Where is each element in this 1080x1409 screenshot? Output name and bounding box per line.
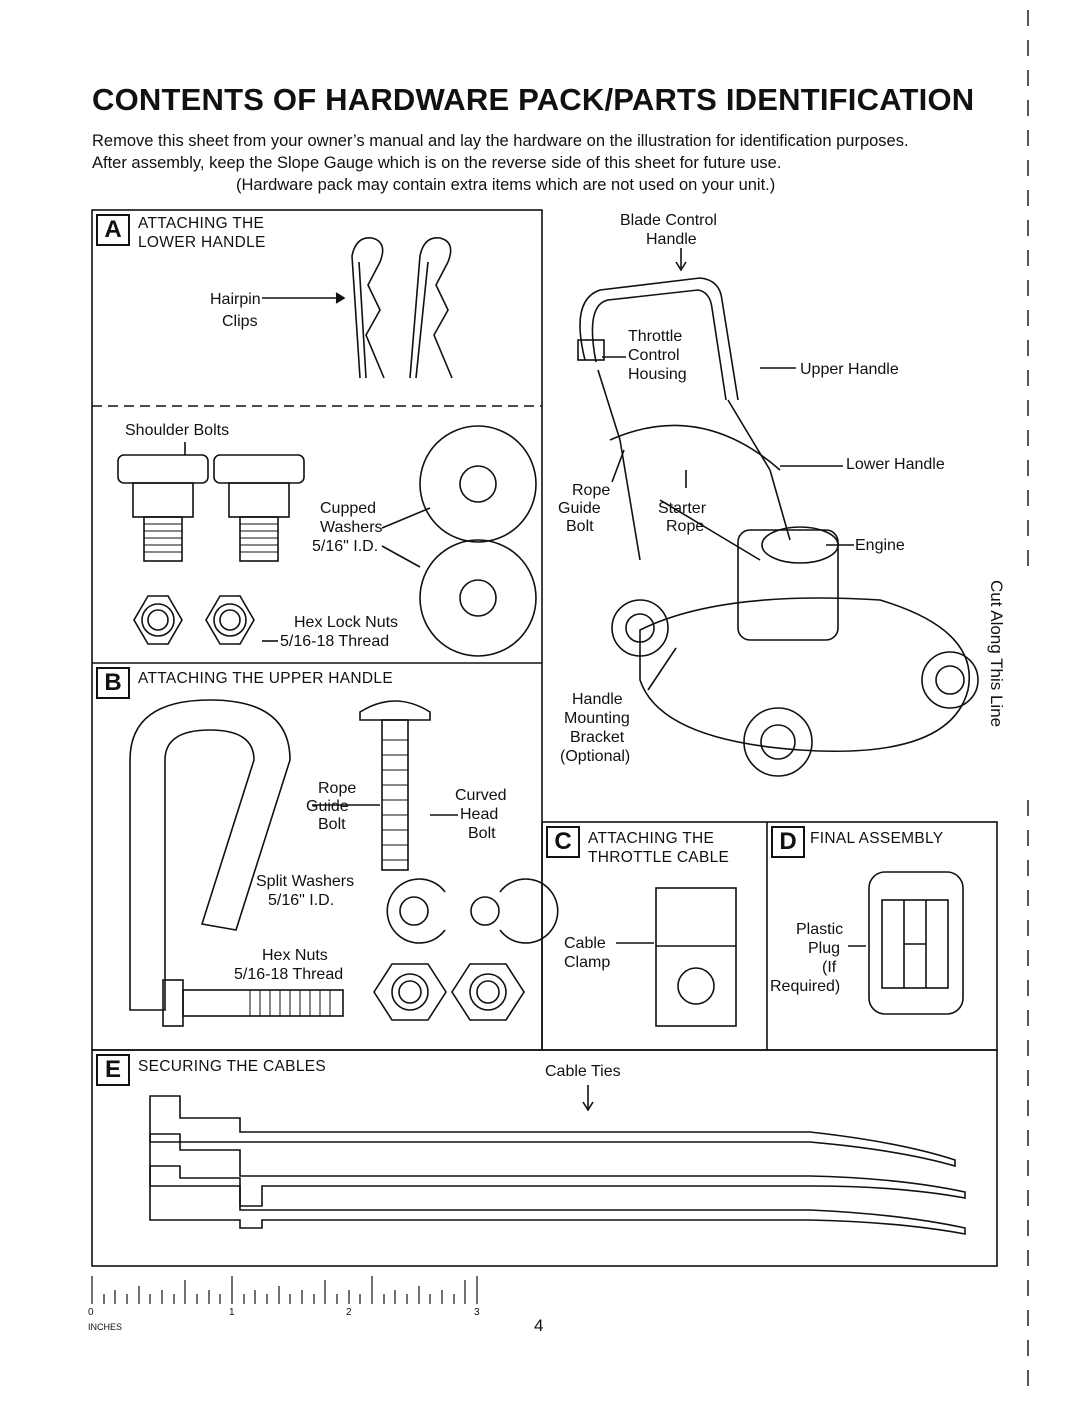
section-e-frame [91, 1049, 998, 1267]
handle-mounting-label-4: (Optional) [560, 748, 631, 765]
cupped-washer-2 [419, 539, 537, 657]
head-label: Head [460, 806, 499, 823]
ruler-number-3: 3 [474, 1307, 480, 1318]
starter-label: Starter [658, 500, 707, 517]
cable-tie-3 [149, 1165, 966, 1235]
section-a-heading-1: ATTACHING THE [138, 215, 265, 232]
hex-nut-1 [373, 963, 447, 1021]
cable-clamp [655, 887, 737, 1027]
split-washers-label: Split Washers [256, 873, 355, 890]
ruler-number-1: 1 [229, 1307, 235, 1318]
rope-guide-bolt-label-3: Bolt [566, 518, 594, 535]
control-label: Control [628, 347, 680, 364]
cupped-washer-1 [419, 425, 537, 543]
hex-nuts-label: Hex Nuts [262, 947, 328, 964]
rope-guide-bolt-label-1: Rope [572, 482, 611, 499]
clamp-label: Clamp [564, 954, 611, 971]
section-e-heading: SECURING THE CABLES [138, 1058, 327, 1075]
section-b-marker: B [96, 667, 130, 699]
section-c-marker: C [546, 826, 580, 858]
hex-nut-2 [451, 963, 525, 1021]
section-b-heading: ATTACHING THE UPPER HANDLE [138, 670, 393, 687]
cable-tie-1 [149, 1095, 956, 1168]
upper-handle-label: Upper Handle [800, 361, 899, 378]
section-d-heading: FINAL ASSEMBLY [810, 830, 944, 847]
section-a-marker: A [96, 214, 130, 246]
plug-label: Plug [808, 940, 841, 957]
throttle-label: Throttle [628, 328, 683, 345]
intro-line-2: After assembly, keep the Slope Gauge whi… [92, 154, 782, 172]
inch-ruler [91, 1276, 478, 1304]
hairpin-clip-2 [409, 237, 453, 379]
hex-lock-nuts-label: Hex Lock Nuts [294, 614, 399, 631]
guide-label: Guide [306, 798, 349, 815]
if-label: (If [822, 959, 837, 976]
handle-mounting-label-2: Mounting [564, 710, 630, 727]
section-d-marker: D [771, 826, 805, 858]
section-c-heading-1: ATTACHING THE [588, 830, 715, 847]
ruler-unit: INCHES [88, 1322, 123, 1332]
split-washer-1 [386, 878, 446, 944]
cupped-id-label: 5/16" I.D. [312, 538, 379, 555]
blade-control-label: Blade Control [620, 212, 717, 229]
cupped-label: Cupped [320, 500, 377, 517]
rope-guide [129, 699, 291, 1011]
shoulder-bolt-2 [213, 454, 305, 562]
clips-label: Clips [222, 313, 258, 330]
ruler-number-0: 0 [88, 1307, 94, 1318]
curved-head-bolt [359, 700, 431, 871]
hex-lock-thread-label: 5/16-18 Thread [280, 633, 390, 650]
ruler-number-2: 2 [346, 1307, 352, 1318]
blade-control-handle-label: Handle [646, 231, 697, 248]
shoulder-bolt-1 [117, 454, 209, 562]
bolt-label: Bolt [318, 816, 346, 833]
plastic-plug [868, 871, 964, 1015]
section-e-marker: E [96, 1054, 130, 1086]
housing-label: Housing [628, 366, 687, 383]
intro-line-3: (Hardware pack may contain extra items w… [236, 176, 776, 194]
lawn-mower-illustration [577, 277, 979, 777]
curved-bolt-label: Bolt [468, 825, 496, 842]
handle-mounting-label-3: Bracket [570, 729, 625, 746]
engine-label: Engine [855, 537, 905, 554]
handle-mounting-label-1: Handle [572, 691, 623, 708]
shoulder-bolts-label: Shoulder Bolts [125, 422, 230, 439]
hex-lock-nut-1 [133, 595, 183, 645]
cable-label: Cable [564, 935, 606, 952]
lower-handle-label: Lower Handle [846, 456, 945, 473]
curved-label: Curved [455, 787, 507, 804]
rope-label: Rope [318, 780, 357, 797]
cable-tie-2 [149, 1133, 966, 1207]
cable-ties-label: Cable Ties [545, 1063, 621, 1080]
section-c-heading-2: THROTTLE CABLE [588, 849, 730, 866]
split-id-label: 5/16" I.D. [268, 892, 335, 909]
hairpin-label: Hairpin [210, 291, 261, 308]
cut-line-text: Cut Along This Line [987, 580, 1006, 728]
section-a-heading-2: LOWER HANDLE [138, 234, 266, 251]
hex-lock-nut-2 [205, 595, 255, 645]
intro-line-1: Remove this sheet from your owner’s manu… [92, 132, 909, 150]
page-title: CONTENTS OF HARDWARE PACK/PARTS IDENTIFI… [92, 82, 975, 117]
split-washer-2 [499, 878, 559, 944]
page-number: 4 [534, 1316, 544, 1335]
required-label: Required) [770, 978, 841, 995]
rope-guide-bolt-label-2: Guide [558, 500, 601, 517]
hairpin-clip-1 [351, 237, 385, 379]
hex-nuts-thread-label: 5/16-18 Thread [234, 966, 344, 983]
starter-rope-label: Rope [666, 518, 705, 535]
washers-label: Washers [320, 519, 383, 536]
plastic-label: Plastic [796, 921, 844, 938]
